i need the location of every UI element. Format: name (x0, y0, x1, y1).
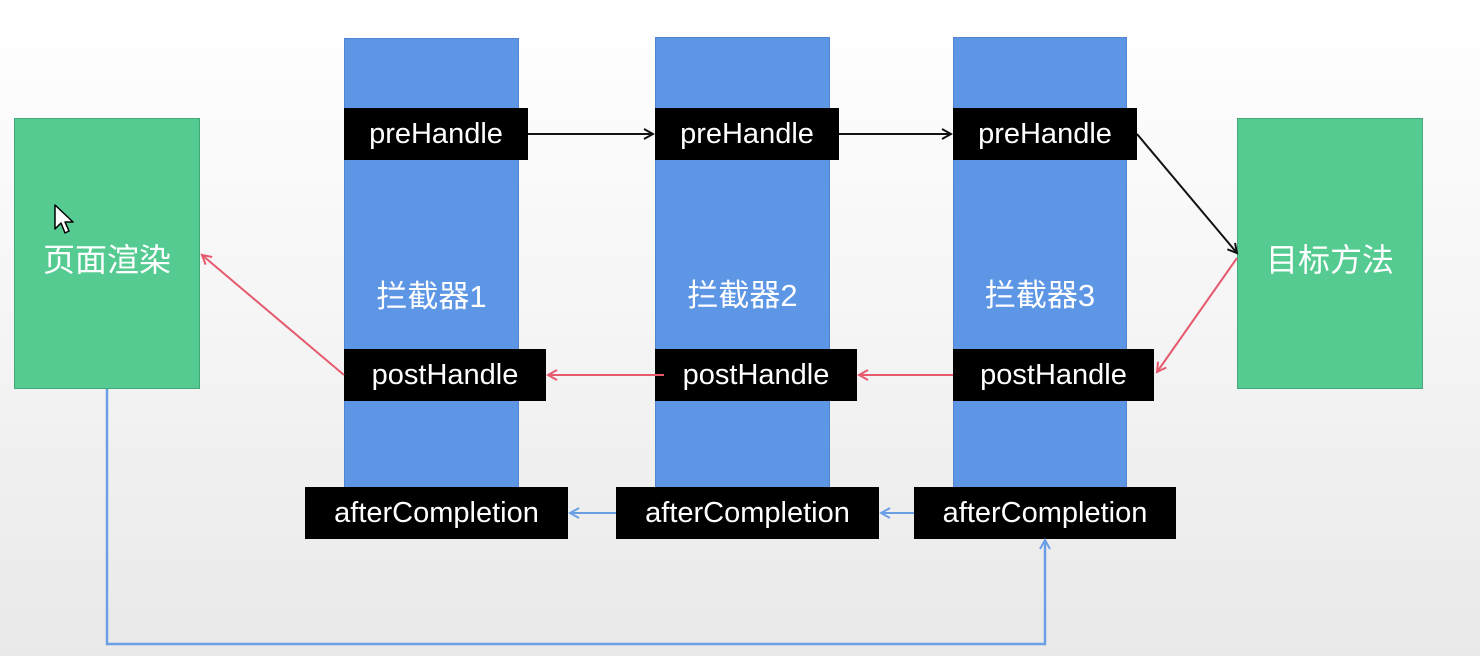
interceptor-3-aftercompletion-tag: afterCompletion (914, 487, 1176, 539)
arrow-post-1-to-render (202, 255, 345, 376)
target-method-label: 目标方法 (1265, 242, 1394, 278)
interceptor-2-posthandle-tag: postHandle (655, 349, 857, 401)
target-method-box: 目标方法 (1237, 118, 1423, 389)
arrow-target-to-post-3 (1157, 257, 1238, 372)
arrow-render-to-after-3 (105, 389, 1045, 646)
interceptor-1-posthandle-tag: postHandle (344, 349, 546, 401)
interceptor-1-aftercompletion-tag: afterCompletion (305, 487, 568, 539)
interceptor-1-label: 拦截器1 (376, 279, 487, 314)
interceptor-3-prehandle-tag: preHandle (953, 108, 1137, 160)
interceptor-3-posthandle-tag: postHandle (953, 349, 1154, 401)
render-page-label: 页面渲染 (42, 242, 171, 278)
interceptor-2-aftercompletion-tag: afterCompletion (616, 487, 879, 539)
interceptor-2-label: 拦截器2 (687, 278, 798, 313)
interceptor-3-label: 拦截器3 (984, 278, 1096, 313)
render-page-box: 页面渲染 (14, 118, 200, 389)
mouse-cursor-icon (54, 204, 74, 234)
interceptor-2-prehandle-tag: preHandle (655, 108, 839, 160)
arrow-pre-3-to-target (1136, 133, 1237, 253)
interceptor-1-prehandle-tag: preHandle (344, 108, 528, 160)
